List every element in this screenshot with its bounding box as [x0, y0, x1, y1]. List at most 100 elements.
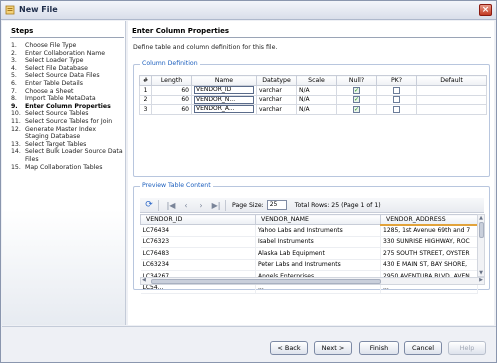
preview-horizontal-scrollbar[interactable]: ◀ ▶ [140, 277, 485, 285]
column-name-cell[interactable]: VENDOR_ID [191, 85, 257, 96]
column-definition-legend: Column Definition [140, 60, 200, 67]
step-item: 8.Import Table MetaData [11, 95, 125, 103]
step-label: Select Source Data Files [25, 72, 100, 80]
step-item: 6.Enter Table Details [11, 80, 125, 88]
column-num-cell: 2 [139, 94, 152, 105]
scroll-left-icon[interactable]: ◀ [142, 277, 146, 283]
preview-toolbar: ⟳ |◀ ‹ › ▶| Page Size: 25 Total Rows: 25… [140, 198, 484, 213]
column-name-field[interactable]: VENDOR_ID [194, 86, 254, 95]
preview-vertical-scrollbar[interactable]: ▲ ▼ [477, 214, 485, 277]
step-item: 15.Map Collaboration Tables [11, 164, 125, 172]
horizontal-scroll-thumb[interactable] [151, 279, 381, 284]
null-checkbox[interactable]: ✓ [353, 105, 360, 113]
vertical-scroll-thumb[interactable] [479, 222, 484, 238]
toolbar-separator [225, 199, 226, 211]
title-bar[interactable]: New File × [1, 1, 496, 20]
pk-checkbox[interactable] [393, 105, 400, 113]
column-default-cell[interactable] [416, 104, 487, 115]
col-header-scale[interactable]: Scale [296, 75, 337, 86]
column-datatype-cell[interactable]: varchar [256, 94, 297, 105]
step-number: 4. [11, 64, 17, 72]
button-bar: < Back Next > Finish Cancel Help [2, 326, 496, 362]
scroll-right-icon[interactable]: ▶ [479, 277, 483, 283]
step-number [11, 156, 25, 164]
close-icon: × [481, 5, 490, 15]
cancel-button[interactable]: Cancel [404, 341, 442, 355]
title-separator [132, 37, 491, 38]
step-item: 4.Select File Database [11, 65, 125, 73]
null-checkbox[interactable]: ✓ [353, 86, 360, 94]
pk-checkbox[interactable] [393, 96, 400, 104]
column-default-cell[interactable] [416, 85, 487, 96]
col-header-length[interactable]: Length [151, 75, 192, 86]
step-number: 7. [11, 87, 17, 95]
finish-button[interactable]: Finish [359, 341, 399, 355]
step-label: Select Source Tables for Join [25, 117, 113, 125]
col-header-num[interactable]: # [139, 75, 152, 86]
column-name-cell[interactable]: VENDOR_A... [191, 104, 257, 115]
next-page-icon[interactable]: › [199, 200, 203, 210]
preview-header-vendor-id[interactable]: VENDOR_ID [140, 214, 256, 225]
column-num-cell: 3 [139, 104, 152, 115]
pk-checkbox[interactable] [393, 86, 400, 94]
column-name-field[interactable]: VENDOR_N... [194, 95, 254, 104]
column-length-cell[interactable]: 60 [151, 85, 192, 96]
step-number: 14. [11, 148, 21, 156]
column-datatype-cell[interactable]: varchar [256, 104, 297, 115]
column-length-cell[interactable]: 60 [151, 94, 192, 105]
col-header-datatype[interactable]: Datatype [256, 75, 297, 86]
page-size-input[interactable]: 25 [266, 200, 287, 210]
null-checkbox[interactable]: ✓ [353, 96, 360, 104]
step-number [11, 133, 25, 141]
step-number: 5. [11, 72, 17, 80]
step-number: 8. [11, 95, 17, 103]
preview-header-vendor-name[interactable]: VENDOR_NAME [255, 214, 381, 225]
column-name-cell[interactable]: VENDOR_N... [191, 94, 257, 105]
column-scale-cell[interactable]: N/A [296, 104, 337, 115]
next-button[interactable]: Next > [314, 341, 352, 355]
preview-cell: ... [255, 282, 381, 294]
column-datatype-cell[interactable]: varchar [256, 85, 297, 96]
page-description: Define table and column definition for t… [133, 44, 278, 51]
col-header-null[interactable]: Null? [336, 75, 377, 86]
scroll-up-icon[interactable]: ▲ [479, 215, 483, 221]
scroll-down-icon[interactable]: ▼ [479, 270, 483, 276]
step-item: 9.Enter Column Properties [11, 103, 125, 111]
first-page-icon[interactable]: |◀ [166, 200, 176, 210]
content-panel: Enter Column Properties Define table and… [128, 21, 494, 325]
preview-cell: ... [380, 282, 478, 294]
preview-row[interactable]: LC54......... [140, 282, 478, 294]
step-item: 14.Select Bulk Loader Source Data [11, 148, 125, 156]
help-button[interactable]: Help [448, 341, 486, 355]
back-button[interactable]: < Back [270, 341, 308, 355]
col-header-pk[interactable]: PK? [376, 75, 417, 86]
column-default-cell[interactable] [416, 94, 487, 105]
column-scale-cell[interactable]: N/A [296, 85, 337, 96]
preview-header-vendor-address[interactable]: VENDOR_ADDRESS [380, 214, 478, 226]
preview-cell: LC76323 [140, 236, 256, 248]
column-null-cell: ✓ [336, 94, 377, 105]
last-page-icon[interactable]: ▶| [211, 200, 221, 210]
steps-separator [10, 37, 124, 38]
column-pk-cell [376, 104, 417, 115]
page-title: Enter Column Properties [132, 27, 230, 35]
column-pk-cell [376, 94, 417, 105]
column-name-field[interactable]: VENDOR_A... [194, 105, 254, 114]
previous-page-icon[interactable]: ‹ [184, 200, 188, 210]
refresh-icon[interactable]: ⟳ [145, 200, 153, 210]
column-length-cell[interactable]: 60 [151, 104, 192, 115]
step-number: 15. [11, 163, 21, 171]
close-button[interactable]: × [479, 4, 492, 16]
column-scale-cell[interactable]: N/A [296, 94, 337, 105]
col-header-name[interactable]: Name [191, 75, 257, 86]
preview-cell: Alaska Lab Equipment [255, 247, 381, 260]
col-header-default[interactable]: Default [416, 75, 487, 86]
